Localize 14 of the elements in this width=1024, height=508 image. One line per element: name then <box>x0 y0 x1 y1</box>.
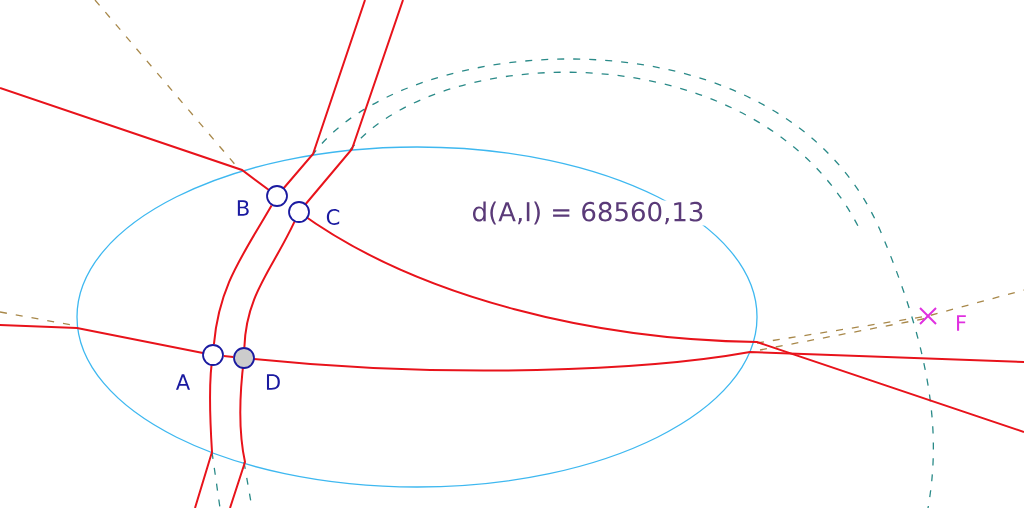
point-marker <box>266 185 288 207</box>
road-line <box>222 355 235 358</box>
distance-label: d(A,I) = 68560,13 <box>470 200 706 226</box>
point-label: A <box>176 374 190 390</box>
point-label: F <box>957 315 966 331</box>
point-label: C <box>326 209 340 225</box>
cross-marker <box>919 307 937 325</box>
point-label: D <box>266 374 280 390</box>
road-line <box>243 220 296 349</box>
point-label: B <box>237 200 249 216</box>
point-marker <box>288 201 310 223</box>
road-line <box>212 204 273 346</box>
point-marker <box>233 347 255 369</box>
point-marker <box>202 344 224 366</box>
